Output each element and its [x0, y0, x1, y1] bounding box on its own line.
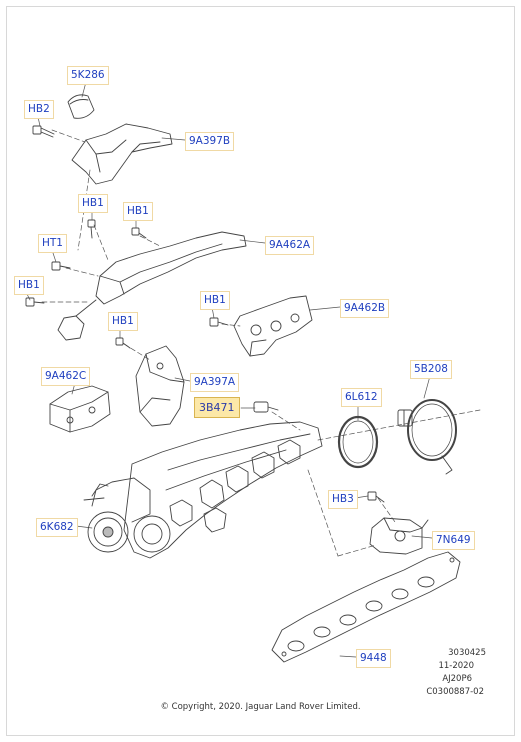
callout-9448[interactable]: 9448: [356, 649, 391, 668]
callout-9a462c[interactable]: 9A462C: [41, 367, 91, 386]
part-9a462c-bracket: [49, 385, 111, 433]
reference-date: 11-2020: [438, 661, 474, 671]
callout-hb1-e[interactable]: HB1: [108, 312, 138, 331]
reference-code: AJ20P6: [442, 674, 472, 684]
part-9a462b-heatshield: [233, 295, 313, 357]
callout-9a397a[interactable]: 9A397A: [190, 373, 240, 392]
callout-6k682[interactable]: 6K682: [36, 518, 78, 537]
callout-9a397b[interactable]: 9A397B: [185, 132, 235, 151]
bolt-hb3: [367, 491, 385, 503]
callout-5b208[interactable]: 5B208: [410, 360, 452, 379]
callout-hb1-a[interactable]: HB1: [78, 194, 108, 213]
part-9a397a-heatshield: [135, 345, 185, 427]
page-frame: [6, 6, 515, 736]
assembly-lines: [41, 129, 481, 557]
part-3b471-sensor: [253, 401, 279, 413]
stud-ht1: [51, 261, 71, 271]
reference-number: 3030425: [448, 648, 486, 658]
bolt-hb1-b: [131, 227, 147, 239]
part-9448-gasket: [271, 551, 461, 663]
reference-document-id: C0300887-02: [426, 687, 484, 697]
part-9a462a-heatshield: [57, 231, 247, 341]
bolt-hb1-d: [25, 297, 45, 307]
callout-9a462b[interactable]: 9A462B: [340, 299, 390, 318]
callout-3b471-highlighted[interactable]: 3B471: [194, 397, 240, 418]
bolt-hb1-c: [209, 317, 229, 327]
callout-hb3[interactable]: HB3: [328, 490, 358, 509]
part-6l612-gasket: [337, 415, 379, 469]
callout-ht1[interactable]: HT1: [38, 234, 67, 253]
callout-9a462a[interactable]: 9A462A: [265, 236, 315, 255]
part-7n649-bracket: [369, 517, 429, 555]
callout-6l612[interactable]: 6L612: [341, 388, 382, 407]
part-5b208-clamp: [397, 399, 457, 475]
bolt-hb2: [32, 125, 55, 138]
part-5k286-cap: [67, 94, 95, 119]
part-turbo-manifold-assembly: [83, 421, 323, 559]
callout-7n649[interactable]: 7N649: [432, 531, 475, 550]
callout-hb2[interactable]: HB2: [24, 100, 54, 119]
manifold-ports: [169, 439, 301, 533]
callout-5k286[interactable]: 5K286: [67, 66, 109, 85]
callout-hb1-b[interactable]: HB1: [123, 202, 153, 221]
part-9a397b-heatshield: [71, 123, 173, 185]
bolt-hb1-a: [87, 219, 96, 239]
callout-hb1-c[interactable]: HB1: [200, 291, 230, 310]
callout-hb1-d[interactable]: HB1: [14, 276, 44, 295]
bolt-hb1-e: [115, 337, 131, 349]
copyright-notice: © Copyright, 2020. Jaguar Land Rover Lim…: [160, 702, 361, 712]
